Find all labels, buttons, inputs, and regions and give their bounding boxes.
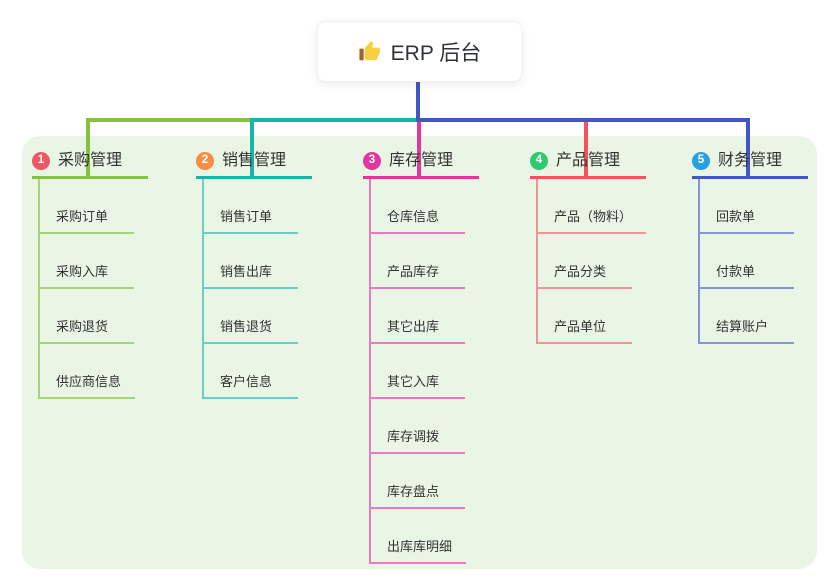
branch-connector-v-4 (584, 122, 588, 179)
child-node[interactable]: 销售出库 (204, 234, 298, 289)
branch-children-group: 仓库信息产品库存其它出库其它入库库存调拨库存盘点出库库明细 (369, 179, 479, 564)
child-node[interactable]: 采购入库 (40, 234, 134, 289)
child-node[interactable]: 采购退货 (40, 289, 134, 344)
branch-node-5[interactable]: 5 财务管理 (692, 150, 808, 179)
mindmap-panel (22, 136, 817, 569)
branch-column-5: 5 财务管理回款单付款单结算账户 (692, 150, 808, 344)
child-node[interactable]: 其它入库 (371, 344, 465, 399)
branch-column-1: 1 采购管理采购订单采购入库采购退货供应商信息 (32, 150, 148, 399)
branch-label: 财务管理 (718, 152, 783, 169)
branch-label: 产品管理 (556, 152, 621, 169)
branch-number-badge: 2 (196, 152, 214, 170)
branch-connector-h-2 (250, 118, 420, 122)
child-node[interactable]: 客户信息 (204, 344, 298, 399)
branch-children-group: 采购订单采购入库采购退货供应商信息 (38, 179, 148, 399)
child-node[interactable]: 销售退货 (204, 289, 298, 344)
child-node[interactable]: 结算账户 (700, 289, 794, 344)
branch-node-1[interactable]: 1 采购管理 (32, 150, 148, 179)
child-node[interactable]: 付款单 (700, 234, 794, 289)
branch-number-badge: 4 (530, 152, 548, 170)
branch-connector-h-5 (416, 118, 750, 122)
branch-node-2[interactable]: 2 销售管理 (196, 150, 312, 179)
branch-connector-v-2 (250, 118, 254, 179)
branch-node-4[interactable]: 4 产品管理 (530, 150, 646, 179)
root-node-erp[interactable]: ERP 后台 (317, 21, 522, 82)
branch-children-group: 回款单付款单结算账户 (698, 179, 808, 344)
branch-connector-v-3 (417, 122, 421, 179)
branch-number-badge: 5 (692, 152, 710, 170)
child-node[interactable]: 库存调拨 (371, 399, 465, 454)
branch-children-group: 产品（物料）产品分类产品单位 (536, 179, 647, 344)
branch-connector-v-5 (746, 118, 750, 179)
child-node[interactable]: 供应商信息 (40, 344, 136, 399)
child-node[interactable]: 产品分类 (538, 234, 632, 289)
branch-label: 采购管理 (58, 152, 123, 169)
child-node[interactable]: 库存盘点 (371, 454, 465, 509)
child-node[interactable]: 仓库信息 (371, 179, 465, 234)
root-title: ERP 后台 (390, 41, 482, 65)
branch-children-group: 销售订单销售出库销售退货客户信息 (202, 179, 312, 399)
child-node[interactable]: 产品单位 (538, 289, 632, 344)
child-node[interactable]: 采购订单 (40, 179, 134, 234)
child-node[interactable]: 产品库存 (371, 234, 465, 289)
child-node[interactable]: 出库库明细 (371, 509, 467, 564)
branch-column-3: 3 库存管理仓库信息产品库存其它出库其它入库库存调拨库存盘点出库库明细 (363, 150, 479, 564)
child-node[interactable]: 销售订单 (204, 179, 298, 234)
branch-node-3[interactable]: 3 库存管理 (363, 150, 479, 179)
branch-column-2: 2 销售管理销售订单销售出库销售退货客户信息 (196, 150, 312, 399)
child-node[interactable]: 回款单 (700, 179, 794, 234)
branch-label: 销售管理 (222, 152, 287, 169)
thumbs-up-icon (359, 40, 380, 61)
branch-connector-v-1 (86, 118, 90, 179)
branch-number-badge: 1 (32, 152, 50, 170)
root-stem-connector (416, 82, 420, 122)
branch-column-4: 4 产品管理产品（物料）产品分类产品单位 (530, 150, 647, 344)
branch-label: 库存管理 (389, 152, 454, 169)
child-node[interactable]: 其它出库 (371, 289, 465, 344)
branch-number-badge: 3 (363, 152, 381, 170)
child-node[interactable]: 产品（物料） (538, 179, 647, 234)
